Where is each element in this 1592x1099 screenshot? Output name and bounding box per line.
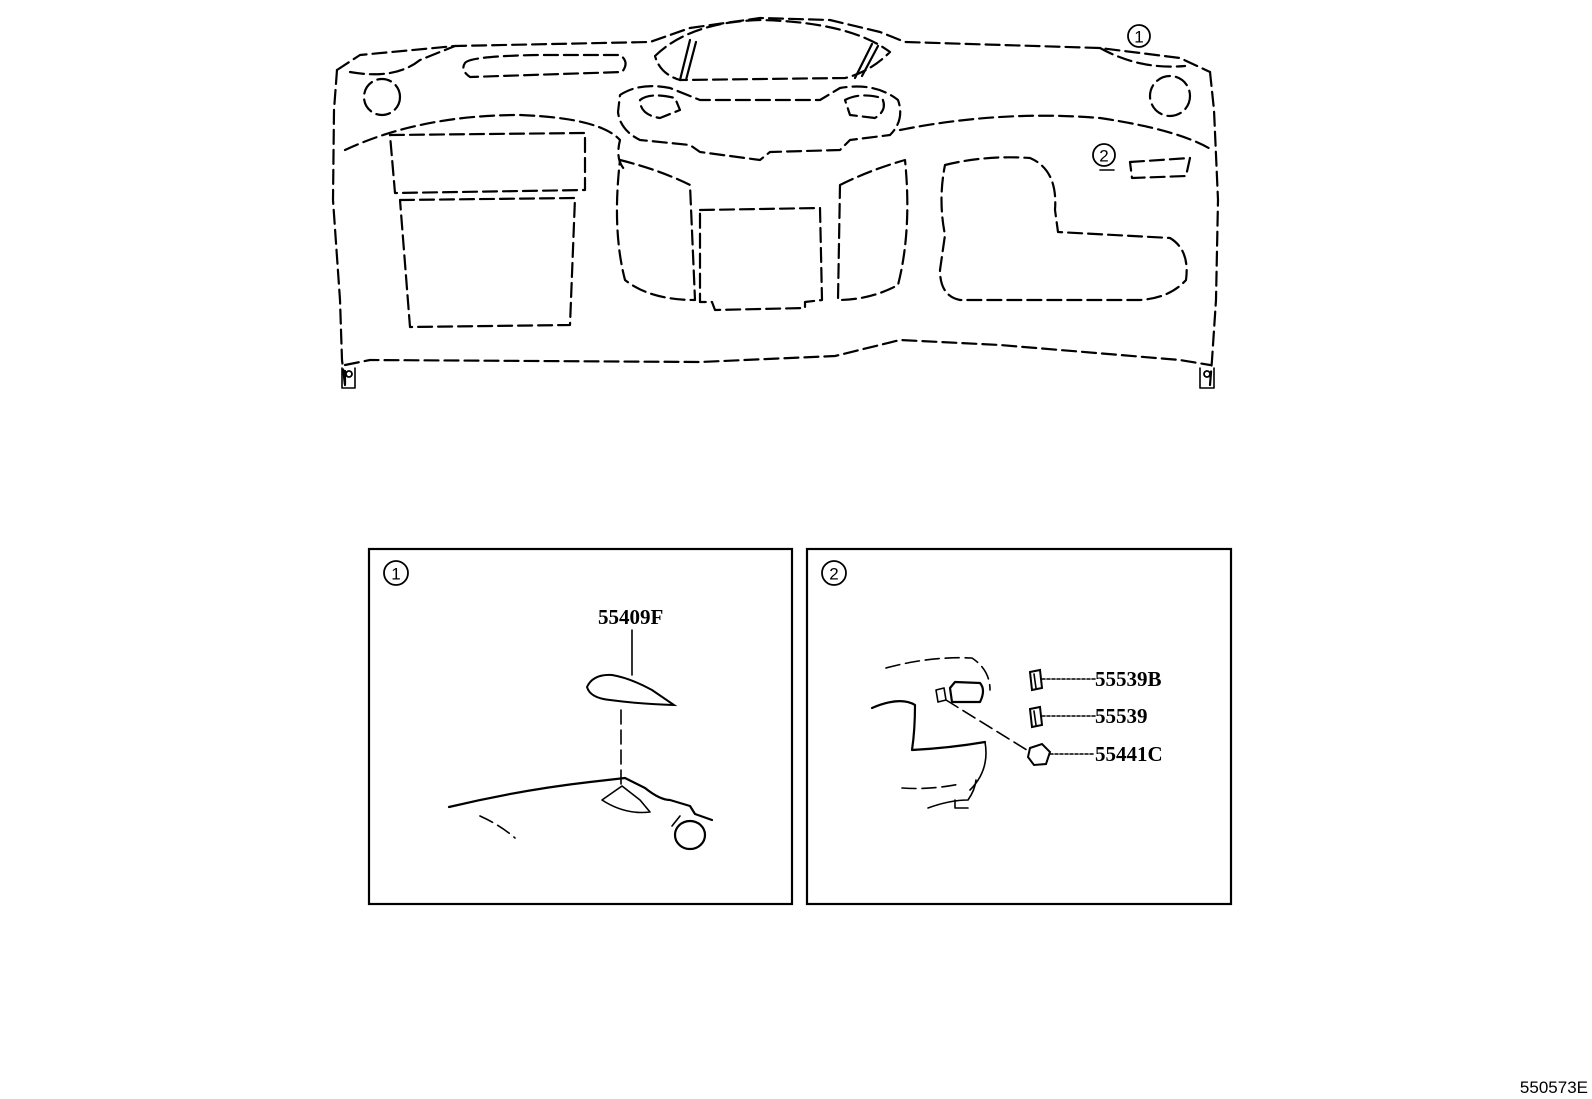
- part-55441c-shape: [1026, 742, 1052, 767]
- detail-2-label: 2: [829, 565, 838, 584]
- instrument-panel-overview: 1 2: [331, 16, 1220, 389]
- detail-box-1: 1 55409F: [367, 547, 794, 906]
- detail-box-2: 2 55539B 55539 55441C: [805, 547, 1233, 906]
- callout-2-label: 2: [1099, 147, 1108, 166]
- detail-1-label: 1: [391, 565, 400, 584]
- part-label-55409f: 55409F: [598, 605, 663, 629]
- callout-2-marker: [1092, 143, 1116, 167]
- part-55539-shape: [1028, 705, 1044, 729]
- part-55409f-shape: [585, 673, 678, 707]
- detail-1-marker: [383, 560, 409, 586]
- callout-1-label: 1: [1134, 28, 1143, 47]
- part-label-55539: 55539: [1095, 704, 1148, 728]
- figure-id: 550573E: [1520, 1078, 1588, 1097]
- part-label-55539b: 55539B: [1095, 667, 1162, 691]
- callout-1-marker: [1127, 24, 1151, 48]
- detail-2-marker: [821, 560, 847, 586]
- part-55539b-shape: [1028, 668, 1044, 692]
- part-label-55441c: 55441C: [1095, 742, 1163, 766]
